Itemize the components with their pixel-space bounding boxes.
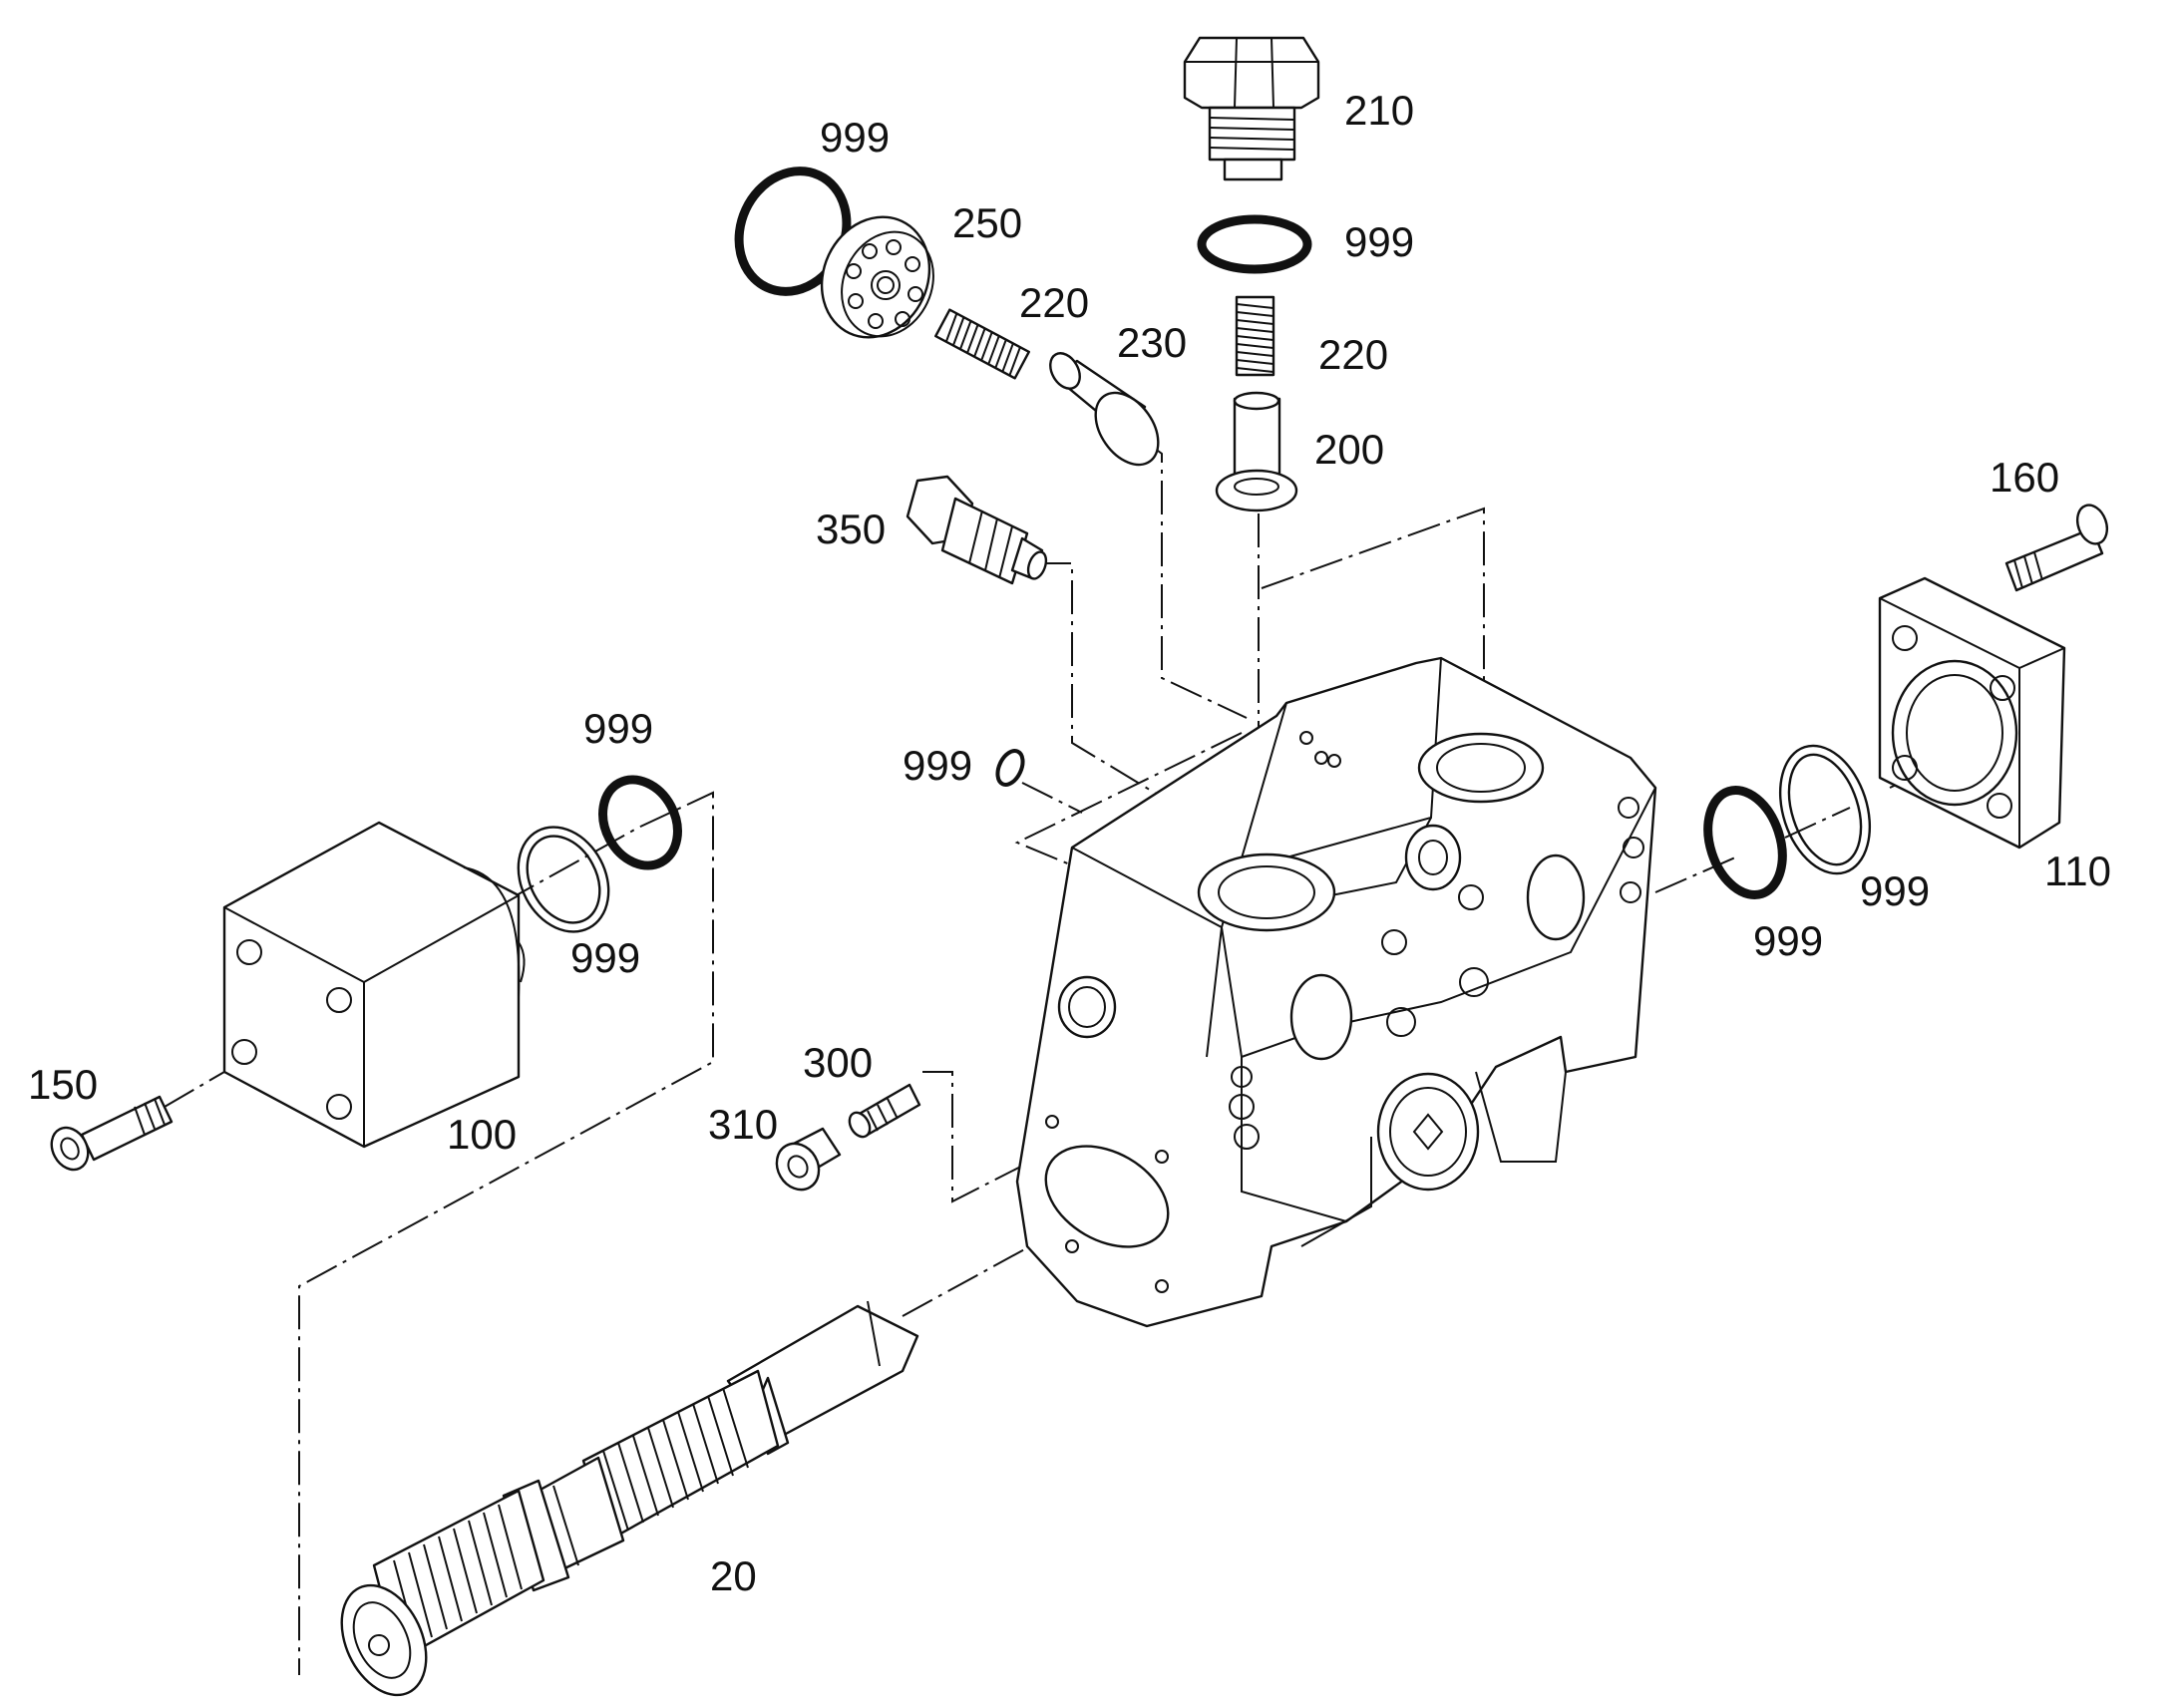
cartridge-valve-350	[906, 475, 1048, 585]
callout-999-plug: 999	[1344, 218, 1414, 265]
callouts: 210 999 250 999 220 230 220 200 350 160 …	[28, 87, 2111, 1599]
spring-220-vertical	[1235, 295, 1275, 377]
oring-999-body	[995, 749, 1025, 787]
callout-160: 160	[1990, 454, 2059, 501]
callout-110: 110	[2044, 848, 2111, 894]
callout-999-body: 999	[903, 742, 972, 789]
piston-230	[1049, 352, 1160, 467]
callout-999-top: 999	[820, 114, 890, 161]
spring-220-angled	[934, 308, 1030, 380]
valve-plate-250	[820, 215, 934, 339]
callout-210: 210	[1344, 87, 1414, 134]
callout-220-left: 220	[1019, 279, 1089, 326]
cube-block-100	[222, 821, 526, 1149]
leader-body-left	[1014, 732, 1243, 868]
valve-body	[1015, 656, 1657, 1328]
plug-310	[775, 1127, 842, 1192]
screw-160	[2004, 504, 2109, 592]
callout-20: 20	[710, 1552, 757, 1599]
callout-310: 310	[708, 1101, 778, 1148]
oring-999-left	[598, 775, 682, 870]
callout-300: 300	[803, 1039, 873, 1086]
callout-100: 100	[447, 1111, 517, 1158]
oring-999-plug	[1197, 214, 1312, 274]
callout-999-right-inner: 999	[1753, 917, 1823, 964]
flange-110	[1878, 576, 2066, 850]
oring-999-right	[1703, 786, 1787, 899]
piston-200	[1215, 391, 1298, 512]
plug-210	[1183, 36, 1320, 181]
callout-150: 150	[28, 1061, 98, 1108]
leader-150	[164, 1071, 225, 1108]
washer-999-right	[1778, 744, 1872, 875]
callout-200: 200	[1314, 426, 1384, 473]
callout-250: 250	[952, 199, 1022, 246]
callout-220-right: 220	[1318, 331, 1388, 378]
leader-oring-body	[1021, 782, 1083, 814]
screw-150	[50, 1095, 174, 1172]
callout-350: 350	[816, 506, 886, 552]
screw-300	[848, 1083, 921, 1139]
callout-999-left-top: 999	[583, 705, 653, 752]
washer-999-left	[517, 826, 610, 933]
callout-999-left-bottom: 999	[570, 934, 640, 981]
callout-230: 230	[1117, 319, 1187, 366]
leader-top-right	[1261, 507, 1485, 718]
callout-999-right-outer: 999	[1860, 867, 1930, 914]
spool-20	[340, 1300, 919, 1697]
